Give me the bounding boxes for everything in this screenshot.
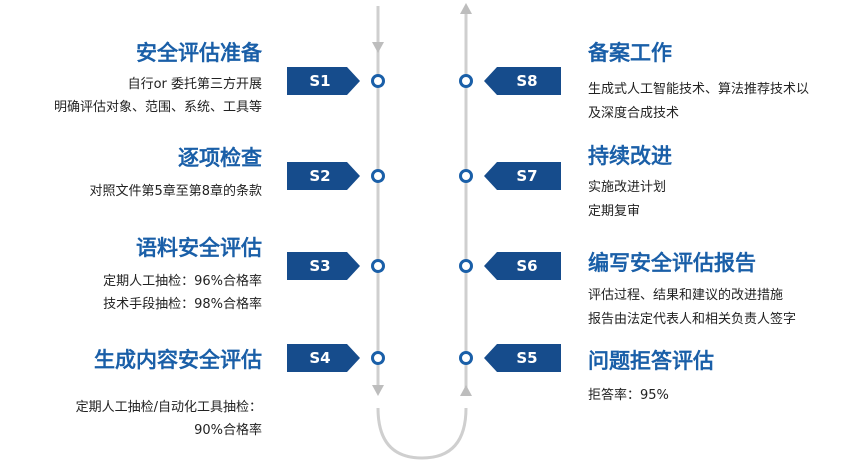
badge-s6: S6 [516, 257, 538, 275]
badge-s8-shape [484, 67, 561, 95]
step-s5-title: 问题拒答评估 [588, 349, 714, 373]
badge-s3-shape [287, 252, 360, 280]
step-s5-desc-1: 拒答率：95% [588, 388, 669, 403]
step-s1-desc-2: 明确评估对象、范围、系统、工具等 [53, 100, 262, 115]
step-s1-title: 安全评估准备 [136, 41, 262, 65]
badge-s7: S7 [516, 167, 538, 185]
node-s7 [459, 169, 473, 183]
badge-s2-shape [287, 162, 360, 190]
badge-s8: S8 [516, 72, 538, 90]
step-s8-title: 备案工作 [588, 41, 672, 65]
badge-s1: S1 [309, 72, 331, 90]
right-bottom-arrow-icon [460, 385, 472, 396]
step-s3-desc-2: 技术手段抽检：98%合格率 [103, 297, 262, 312]
step-s6-title: 编写安全评估报告 [588, 251, 756, 275]
step-s3-desc-1: 定期人工抽检：96%合格率 [103, 274, 262, 289]
badge-s1-shape [287, 67, 360, 95]
node-s4 [371, 351, 385, 365]
badge-s5-shape [484, 344, 561, 372]
badge-s7-shape [484, 162, 561, 190]
node-s1 [371, 74, 385, 88]
step-s8-desc-2: 及深度合成技术 [588, 106, 680, 121]
left-bottom-arrow-icon [372, 385, 384, 396]
step-s4-title: 生成内容安全评估 [94, 348, 262, 372]
u-turn-track [376, 407, 468, 460]
step-s7-title: 持续改进 [588, 144, 672, 168]
step-s6-desc-1: 评估过程、结果和建议的改进措施 [588, 288, 784, 303]
step-s8-desc-1: 生成式人工智能技术、算法推荐技术以 [588, 82, 810, 97]
step-s4-desc-2: 90%合格率 [194, 423, 262, 438]
node-s2 [371, 169, 385, 183]
step-s6-desc-2: 报告由法定代表人和相关负责人签字 [588, 312, 797, 327]
badge-s5: S5 [516, 349, 538, 367]
step-s2-desc-1: 对照文件第5章至第8章的条款 [89, 184, 262, 199]
step-s3-title: 语料安全评估 [136, 236, 262, 260]
step-s2-title: 逐项检查 [178, 146, 262, 170]
node-s8 [459, 74, 473, 88]
badge-s4: S4 [309, 349, 331, 367]
badge-s2: S2 [309, 167, 331, 185]
node-s3 [371, 259, 385, 273]
step-s7-desc-2: 定期复审 [588, 204, 641, 219]
left-top-arrow-icon [372, 42, 384, 53]
node-s6 [459, 259, 473, 273]
step-s1-desc-1: 自行or 委托第三方开展 [127, 77, 262, 92]
badge-s3: S3 [309, 257, 331, 275]
node-s5 [459, 351, 473, 365]
right-top-arrow-icon [460, 3, 472, 14]
badge-s4-shape [287, 344, 360, 372]
step-s4-desc-1: 定期人工抽检/自动化工具抽检： [75, 400, 262, 415]
badge-s6-shape [484, 252, 561, 280]
step-s7-desc-1: 实施改进计划 [588, 180, 667, 195]
